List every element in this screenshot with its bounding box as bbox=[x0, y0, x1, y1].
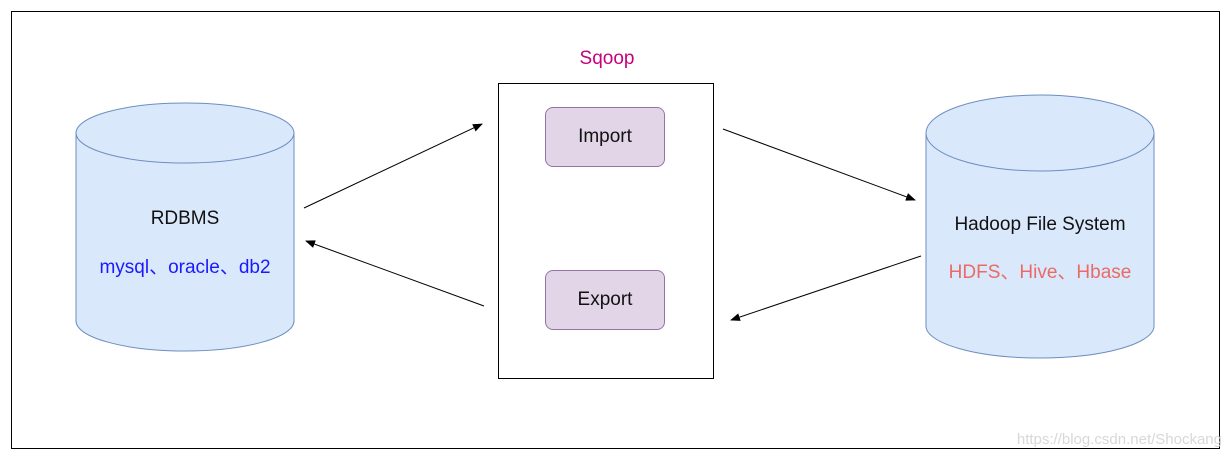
hadoop-cylinder-icon bbox=[925, 94, 1155, 359]
rdbms-subtitle: mysql、oracle、db2 bbox=[99, 257, 271, 278]
arrow-rdbms-to-import bbox=[303, 123, 483, 209]
hadoop-subtitle: HDFS、Hive、Hbase bbox=[948, 262, 1132, 283]
import-button[interactable]: Import bbox=[545, 107, 665, 167]
sqoop-title: Sqoop bbox=[579, 48, 635, 69]
arrow-hadoop-to-export bbox=[730, 255, 922, 321]
export-button[interactable]: Export bbox=[545, 270, 665, 330]
export-label: Export bbox=[577, 289, 633, 310]
rdbms-cylinder-icon bbox=[75, 102, 295, 352]
rdbms-title: RDBMS bbox=[150, 208, 220, 229]
diagram-frame bbox=[11, 11, 1220, 449]
watermark-url: https://blog.csdn.net/Shockang bbox=[1016, 431, 1222, 448]
arrow-export-to-rdbms bbox=[305, 240, 485, 307]
import-label: Import bbox=[578, 126, 632, 147]
arrow-import-to-hadoop bbox=[722, 128, 916, 201]
hadoop-title: Hadoop File System bbox=[954, 214, 1126, 235]
